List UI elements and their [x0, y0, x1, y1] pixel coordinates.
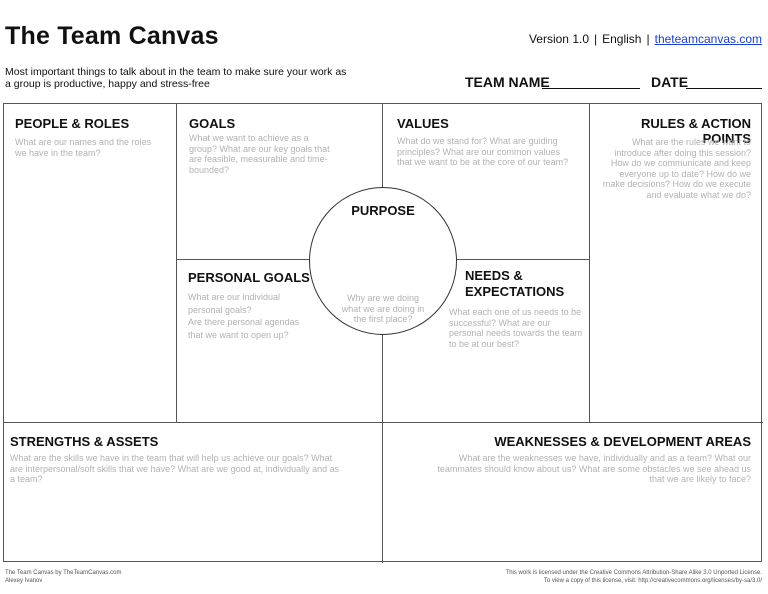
footer-credit-line-2: Alexey Ivanov — [5, 577, 43, 584]
section-title-people-roles: PEOPLE & ROLES — [15, 116, 130, 131]
section-title-strengths: STRENGTHS & ASSETS — [10, 434, 159, 449]
section-question-weaknesses: What are the weaknesses we have, individ… — [437, 453, 751, 484]
purpose-circle — [309, 187, 457, 335]
separator: | — [646, 32, 650, 46]
section-title-needs-1: NEEDS & — [465, 268, 523, 283]
section-title-weaknesses: WEAKNESSES & DEVELOPMENT AREAS — [494, 434, 751, 449]
date-label: DATE — [651, 74, 689, 90]
page-title: The Team Canvas — [5, 22, 219, 50]
footer-credit-line-1: The Team Canvas by TheTeamCanvas.com — [5, 570, 122, 576]
footer-license-line-1: This work is licensed under the Creative… — [505, 570, 762, 576]
footer-license: This work is licensed under the Creative… — [422, 570, 762, 585]
footer-credit: The Team Canvas by TheTeamCanvas.com Ale… — [5, 570, 122, 585]
separator: | — [594, 32, 598, 46]
section-question-personal-goals-2: Are there personal agendas that we want … — [188, 317, 300, 340]
section-title-goals: GOALS — [189, 116, 236, 131]
divider — [4, 422, 763, 423]
header-meta: Version 1.0 | English | theteamcanvas.com — [529, 32, 762, 46]
section-title-personal-goals: PERSONAL GOALS — [188, 270, 310, 285]
subtitle: Most important things to talk about in t… — [5, 66, 347, 90]
team-name-field[interactable] — [542, 75, 640, 89]
section-question-purpose: Why are we doing what we are doing in th… — [341, 293, 425, 324]
section-question-personal-goals-1: What are our individual personal goals? — [188, 292, 281, 315]
website-link[interactable]: theteamcanvas.com — [654, 32, 762, 46]
section-title-values: VALUES — [397, 116, 449, 131]
section-title-rules: RULES & ACTION POINTS — [640, 116, 751, 146]
section-title-purpose: PURPOSE — [351, 203, 415, 218]
language-selector[interactable]: English — [602, 32, 642, 46]
divider — [589, 104, 590, 422]
divider — [176, 104, 177, 422]
team-name-label: TEAM NAME — [465, 74, 550, 90]
section-question-values: What do we stand for? What are guiding p… — [397, 136, 569, 167]
date-field[interactable] — [686, 75, 762, 89]
section-question-strengths: What are the skills we have in the team … — [10, 453, 340, 484]
section-question-needs: What each one of us needs to be successf… — [449, 307, 583, 349]
section-title-needs-2: EXPECTATIONS — [465, 284, 565, 299]
section-question-rules: What are the rules we want to introduce … — [602, 137, 751, 200]
section-question-people-roles: What are our names and the roles we have… — [15, 137, 152, 158]
section-question-goals: What we want to achieve as a group? What… — [189, 133, 330, 175]
footer-license-line-2: To view a copy of this license, visit: h… — [543, 577, 762, 584]
version-label: Version 1.0 — [528, 32, 589, 46]
